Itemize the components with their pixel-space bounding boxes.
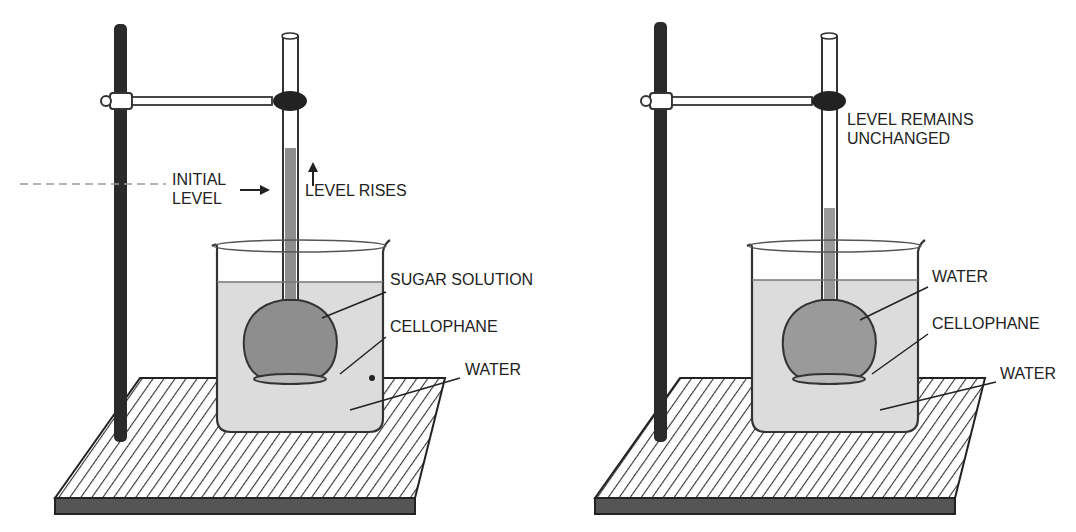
board-edge	[595, 498, 955, 514]
part-label: WATER	[465, 360, 521, 379]
rise-arrow	[308, 162, 318, 172]
clamp-head	[273, 91, 307, 111]
stand-rod	[654, 22, 667, 442]
leader-line	[880, 382, 996, 410]
tube-solution	[285, 148, 296, 313]
part-label: WATER	[932, 267, 988, 286]
part-label: CELLOPHANE	[390, 317, 498, 336]
clamp-arm	[672, 97, 812, 105]
beaker-water	[217, 282, 383, 432]
level-label: LEVEL RISES	[305, 181, 407, 200]
clamp-head	[812, 91, 846, 111]
leader-line	[322, 292, 386, 318]
funnel-bulb	[783, 300, 876, 378]
initial-level-arrow	[260, 185, 270, 195]
beaker	[747, 240, 925, 432]
left-apparatus	[20, 24, 460, 514]
level-label: LEVEL REMAINS UNCHANGED	[847, 110, 1022, 148]
part-label: SUGAR SOLUTION	[390, 270, 533, 289]
right-apparatus	[595, 22, 996, 514]
leader-line	[860, 287, 928, 320]
clamp-arm	[132, 97, 272, 105]
leader-line	[340, 337, 386, 374]
beaker	[212, 240, 390, 432]
clamp-screw	[101, 96, 111, 106]
part-label: WATER	[1000, 364, 1056, 383]
stand-rod	[114, 24, 127, 442]
board-edge	[55, 498, 415, 514]
part-label: CELLOPHANE	[932, 314, 1040, 333]
beaker-water	[752, 280, 918, 432]
cellophane-membrane	[793, 374, 865, 384]
tube-water	[824, 208, 835, 313]
leader-line	[350, 378, 460, 410]
funnel-bulb	[244, 300, 337, 378]
clamp-screw	[641, 96, 651, 106]
level-label: INITIAL LEVEL	[172, 170, 242, 208]
clamp-boss	[110, 93, 132, 109]
clamp-boss	[650, 93, 672, 109]
leader-line	[872, 334, 928, 374]
cellophane-membrane	[254, 374, 326, 384]
scribble	[20, 183, 166, 185]
